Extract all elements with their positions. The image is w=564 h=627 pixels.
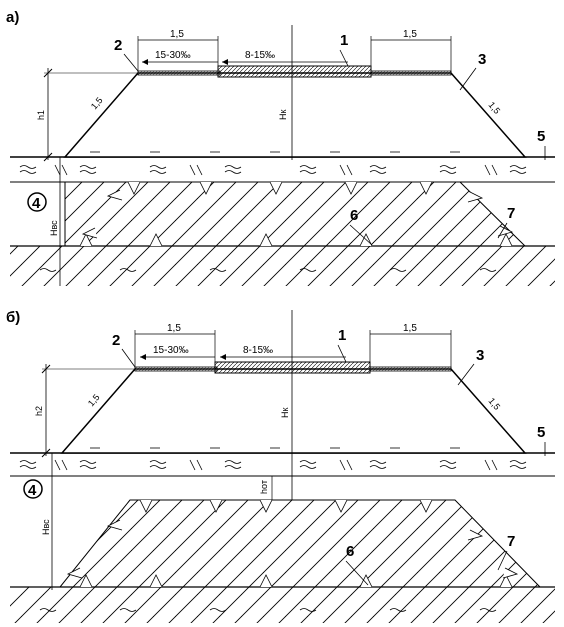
center-height-label-b: Hк (280, 408, 290, 418)
callout-3-a: 3 (478, 51, 486, 68)
replaced-soil-zone-b (58, 499, 542, 588)
callout-4-b: 4 (28, 482, 37, 499)
slope-road-label-b: 8-15‰ (243, 345, 273, 356)
slope-road-label-a: 8-15‰ (245, 50, 275, 61)
sawtooth-marks-a (79, 181, 514, 247)
dim-left-b: 1,5 (167, 323, 181, 334)
lower-soil-a (10, 246, 555, 286)
callout-2-b: 2 (112, 332, 120, 349)
dim-right-b: 1,5 (403, 323, 417, 334)
water-symbols-b (19, 459, 527, 471)
bottom-height-label-b: Hвс (41, 519, 51, 535)
center-height-label-a: Hк (278, 110, 288, 120)
height-label-a: h1 (36, 110, 46, 120)
water-symbols-a (19, 164, 527, 176)
shoulder-right-a (370, 70, 452, 76)
callout-7-b: 7 (507, 533, 515, 550)
callout-2-a: 2 (114, 37, 122, 54)
callout-6-a: 6 (350, 207, 358, 224)
callout-5-b: 5 (537, 424, 545, 441)
pavement-b (214, 361, 371, 374)
callout-1-b: 1 (338, 327, 346, 344)
gap-height-label-b: hот (259, 480, 269, 494)
water-symbols-lower-b (39, 608, 497, 612)
slope-right-label-b: 1,5 (486, 396, 502, 412)
slope-left-label-b: 1,5 (86, 392, 102, 408)
slope-right-label-a: 1,5 (486, 100, 502, 116)
callout-4-a: 4 (32, 195, 41, 212)
callout-7-a: 7 (507, 205, 515, 222)
callout-6-b: 6 (346, 543, 354, 560)
diagram-b: б) (6, 309, 555, 623)
bottom-height-label-a: Hвс (49, 220, 59, 236)
dim-left-a: 1,5 (170, 29, 184, 40)
water-symbols-lower-a (39, 268, 497, 272)
slope-left-label-a: 1,5 (89, 95, 105, 111)
panel-label-b: б) (6, 309, 20, 326)
shoulder-left-a (137, 70, 221, 76)
dim-right-a: 1,5 (403, 29, 417, 40)
height-label-b: h2 (34, 406, 44, 416)
diagram-a: а) (6, 9, 555, 286)
embankment-b (60, 368, 527, 454)
callout-circle-4-a (27, 192, 47, 212)
callout-1-a: 1 (340, 32, 348, 49)
shoulder-left-b (134, 366, 218, 372)
callout-3-b: 3 (476, 347, 484, 364)
shoulder-right-b (369, 366, 452, 372)
callout-circle-4-b (23, 479, 43, 499)
slope-shoulder-label-b: 15-30‰ (153, 345, 189, 356)
pavement-a (217, 65, 372, 78)
lower-soil-b (10, 587, 555, 623)
embankment-a (63, 72, 527, 158)
sawtooth-marks-b (66, 499, 519, 588)
panel-label-a: а) (6, 9, 19, 26)
slope-shoulder-label-a: 15-30‰ (155, 50, 191, 61)
callout-5-a: 5 (537, 128, 545, 145)
